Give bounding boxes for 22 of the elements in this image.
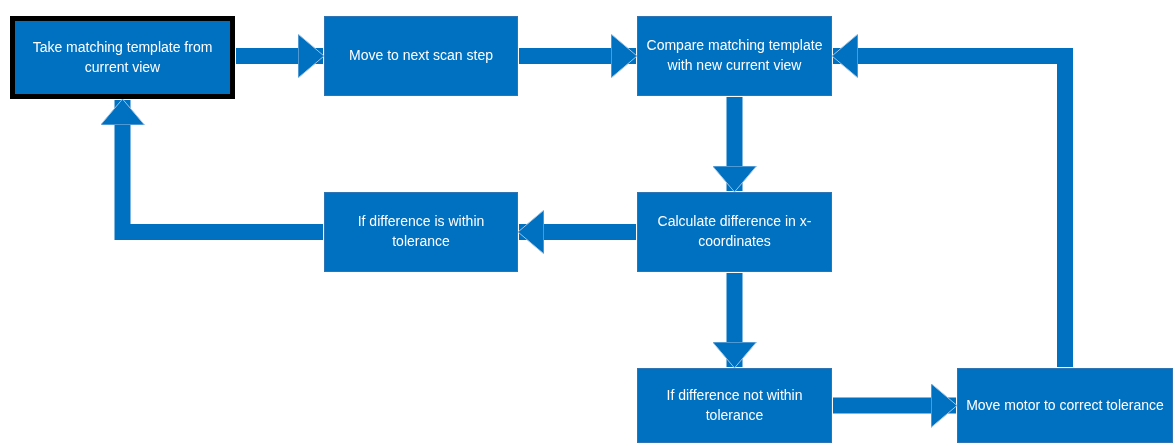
process-box [324,16,518,96]
step-text: Move motor to correct tolerance [966,395,1164,415]
block-arrow [712,273,757,369]
process-box [957,368,1173,443]
process-box [637,16,832,96]
step-text: If difference is within tolerance [356,212,486,251]
block-arrow [100,98,323,240]
step-text: Calculate difference in x-coordinates [656,212,813,251]
block-arrow [712,97,757,193]
process-box [324,192,518,272]
step-text: Take matching template from current view [31,37,214,77]
step-text: Compare matching template with new current view [646,36,823,75]
process-box [637,192,832,272]
step-text: Move to next scan step [349,46,493,66]
block-arrow [519,33,638,79]
block-arrow [517,209,636,255]
process-box [637,368,832,443]
block-arrow [236,33,325,79]
block-arrow [831,33,1073,367]
step-text: If difference not within tolerance [665,385,804,425]
start-box [10,16,235,99]
block-arrow [833,383,958,428]
